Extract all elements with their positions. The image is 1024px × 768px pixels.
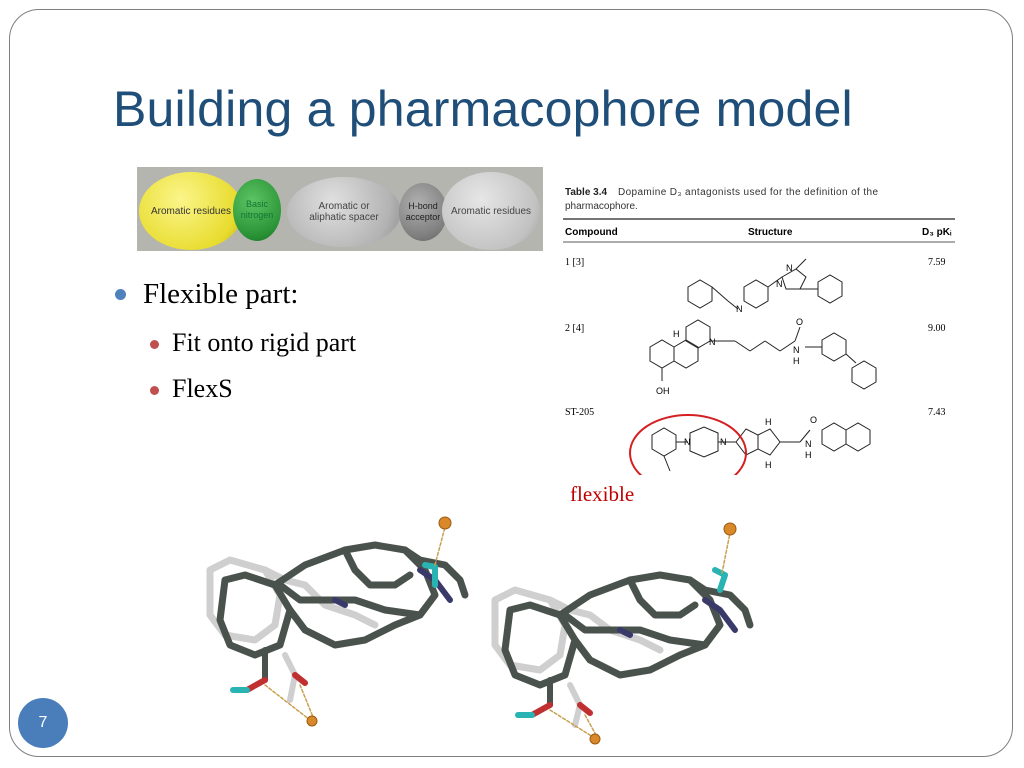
atom-label: N bbox=[793, 345, 800, 355]
aromatic-residues-blob: Aromatic residues bbox=[139, 172, 243, 250]
row-compound: 1 [3] bbox=[565, 257, 584, 268]
atom-label: N bbox=[720, 437, 727, 447]
atom-label: H bbox=[673, 329, 680, 339]
atom-label: N bbox=[786, 263, 793, 273]
slide-frame bbox=[9, 9, 1013, 757]
row-compound: 2 [4] bbox=[565, 323, 584, 334]
atom-label: N bbox=[776, 279, 783, 289]
segment-label: H-bond acceptor bbox=[405, 201, 441, 222]
bullet-text: FlexS bbox=[172, 374, 233, 403]
row-value: 7.59 bbox=[928, 257, 946, 268]
structure-2 bbox=[649, 319, 877, 390]
header-structure: Structure bbox=[748, 227, 793, 238]
bullet-dot bbox=[115, 289, 126, 300]
structure-1 bbox=[687, 258, 843, 310]
atom-label: H bbox=[793, 356, 800, 366]
overlay-left bbox=[206, 516, 469, 727]
atom-label: OH bbox=[656, 386, 670, 396]
table-caption-text: Dopamine D₃ antagonists used for the def… bbox=[618, 187, 878, 198]
spacer-blob: Aromatic or aliphatic spacer bbox=[287, 177, 401, 247]
molecular-overlay-figure bbox=[195, 505, 825, 755]
segment-label: Aromatic or aliphatic spacer bbox=[309, 201, 379, 223]
table-caption-text-2: pharmacophore. bbox=[565, 201, 638, 212]
bullet-dot bbox=[150, 386, 159, 395]
atom-label: N bbox=[805, 439, 812, 449]
table-caption-number: Table 3.4 bbox=[565, 187, 607, 198]
atom-label: H bbox=[765, 417, 772, 427]
basic-nitrogen-blob: Basic nitrogen bbox=[233, 179, 281, 241]
hbond-acceptor-blob: H-bond acceptor bbox=[399, 183, 447, 241]
row-value: 7.43 bbox=[928, 407, 946, 418]
pharmacophore-diagram: Aromatic residues Basic nitrogen Aromati… bbox=[137, 167, 543, 251]
row-value: 9.00 bbox=[928, 323, 946, 334]
aromatic-residues-blob-2: Aromatic residues bbox=[442, 172, 540, 250]
bullet-text: Fit onto rigid part bbox=[172, 328, 357, 357]
row-compound: ST-205 bbox=[565, 407, 594, 418]
segment-label: Aromatic residues bbox=[150, 205, 232, 217]
atom-label: N bbox=[709, 337, 716, 347]
molecular-overlay-svg bbox=[206, 516, 754, 745]
header-value: D₃ pKᵢ bbox=[922, 227, 952, 238]
page-number-badge: 7 bbox=[18, 698, 68, 748]
bullet-text: Flexible part: bbox=[143, 278, 299, 310]
atom-label: N bbox=[684, 437, 691, 447]
segment-label: Basic nitrogen bbox=[240, 199, 274, 220]
atom-label: H bbox=[765, 460, 772, 470]
overlay-right bbox=[491, 522, 754, 745]
segment-label: Aromatic residues bbox=[450, 205, 532, 217]
structure-3 bbox=[651, 422, 871, 472]
atom-label: H bbox=[805, 450, 812, 460]
slide-title: Building a pharmacophore model bbox=[113, 81, 853, 137]
flexible-label: flexible bbox=[570, 482, 635, 506]
antagonist-table: Table 3.4 Dopamine D₃ antagonists used f… bbox=[560, 175, 960, 492]
header-compound: Compound bbox=[565, 227, 618, 238]
atom-label: O bbox=[796, 317, 803, 327]
atom-label: N bbox=[736, 304, 743, 314]
table-figure: Table 3.4 Dopamine D₃ antagonists used f… bbox=[563, 187, 955, 492]
bullet-dot bbox=[150, 340, 159, 349]
atom-label: O bbox=[810, 415, 817, 425]
